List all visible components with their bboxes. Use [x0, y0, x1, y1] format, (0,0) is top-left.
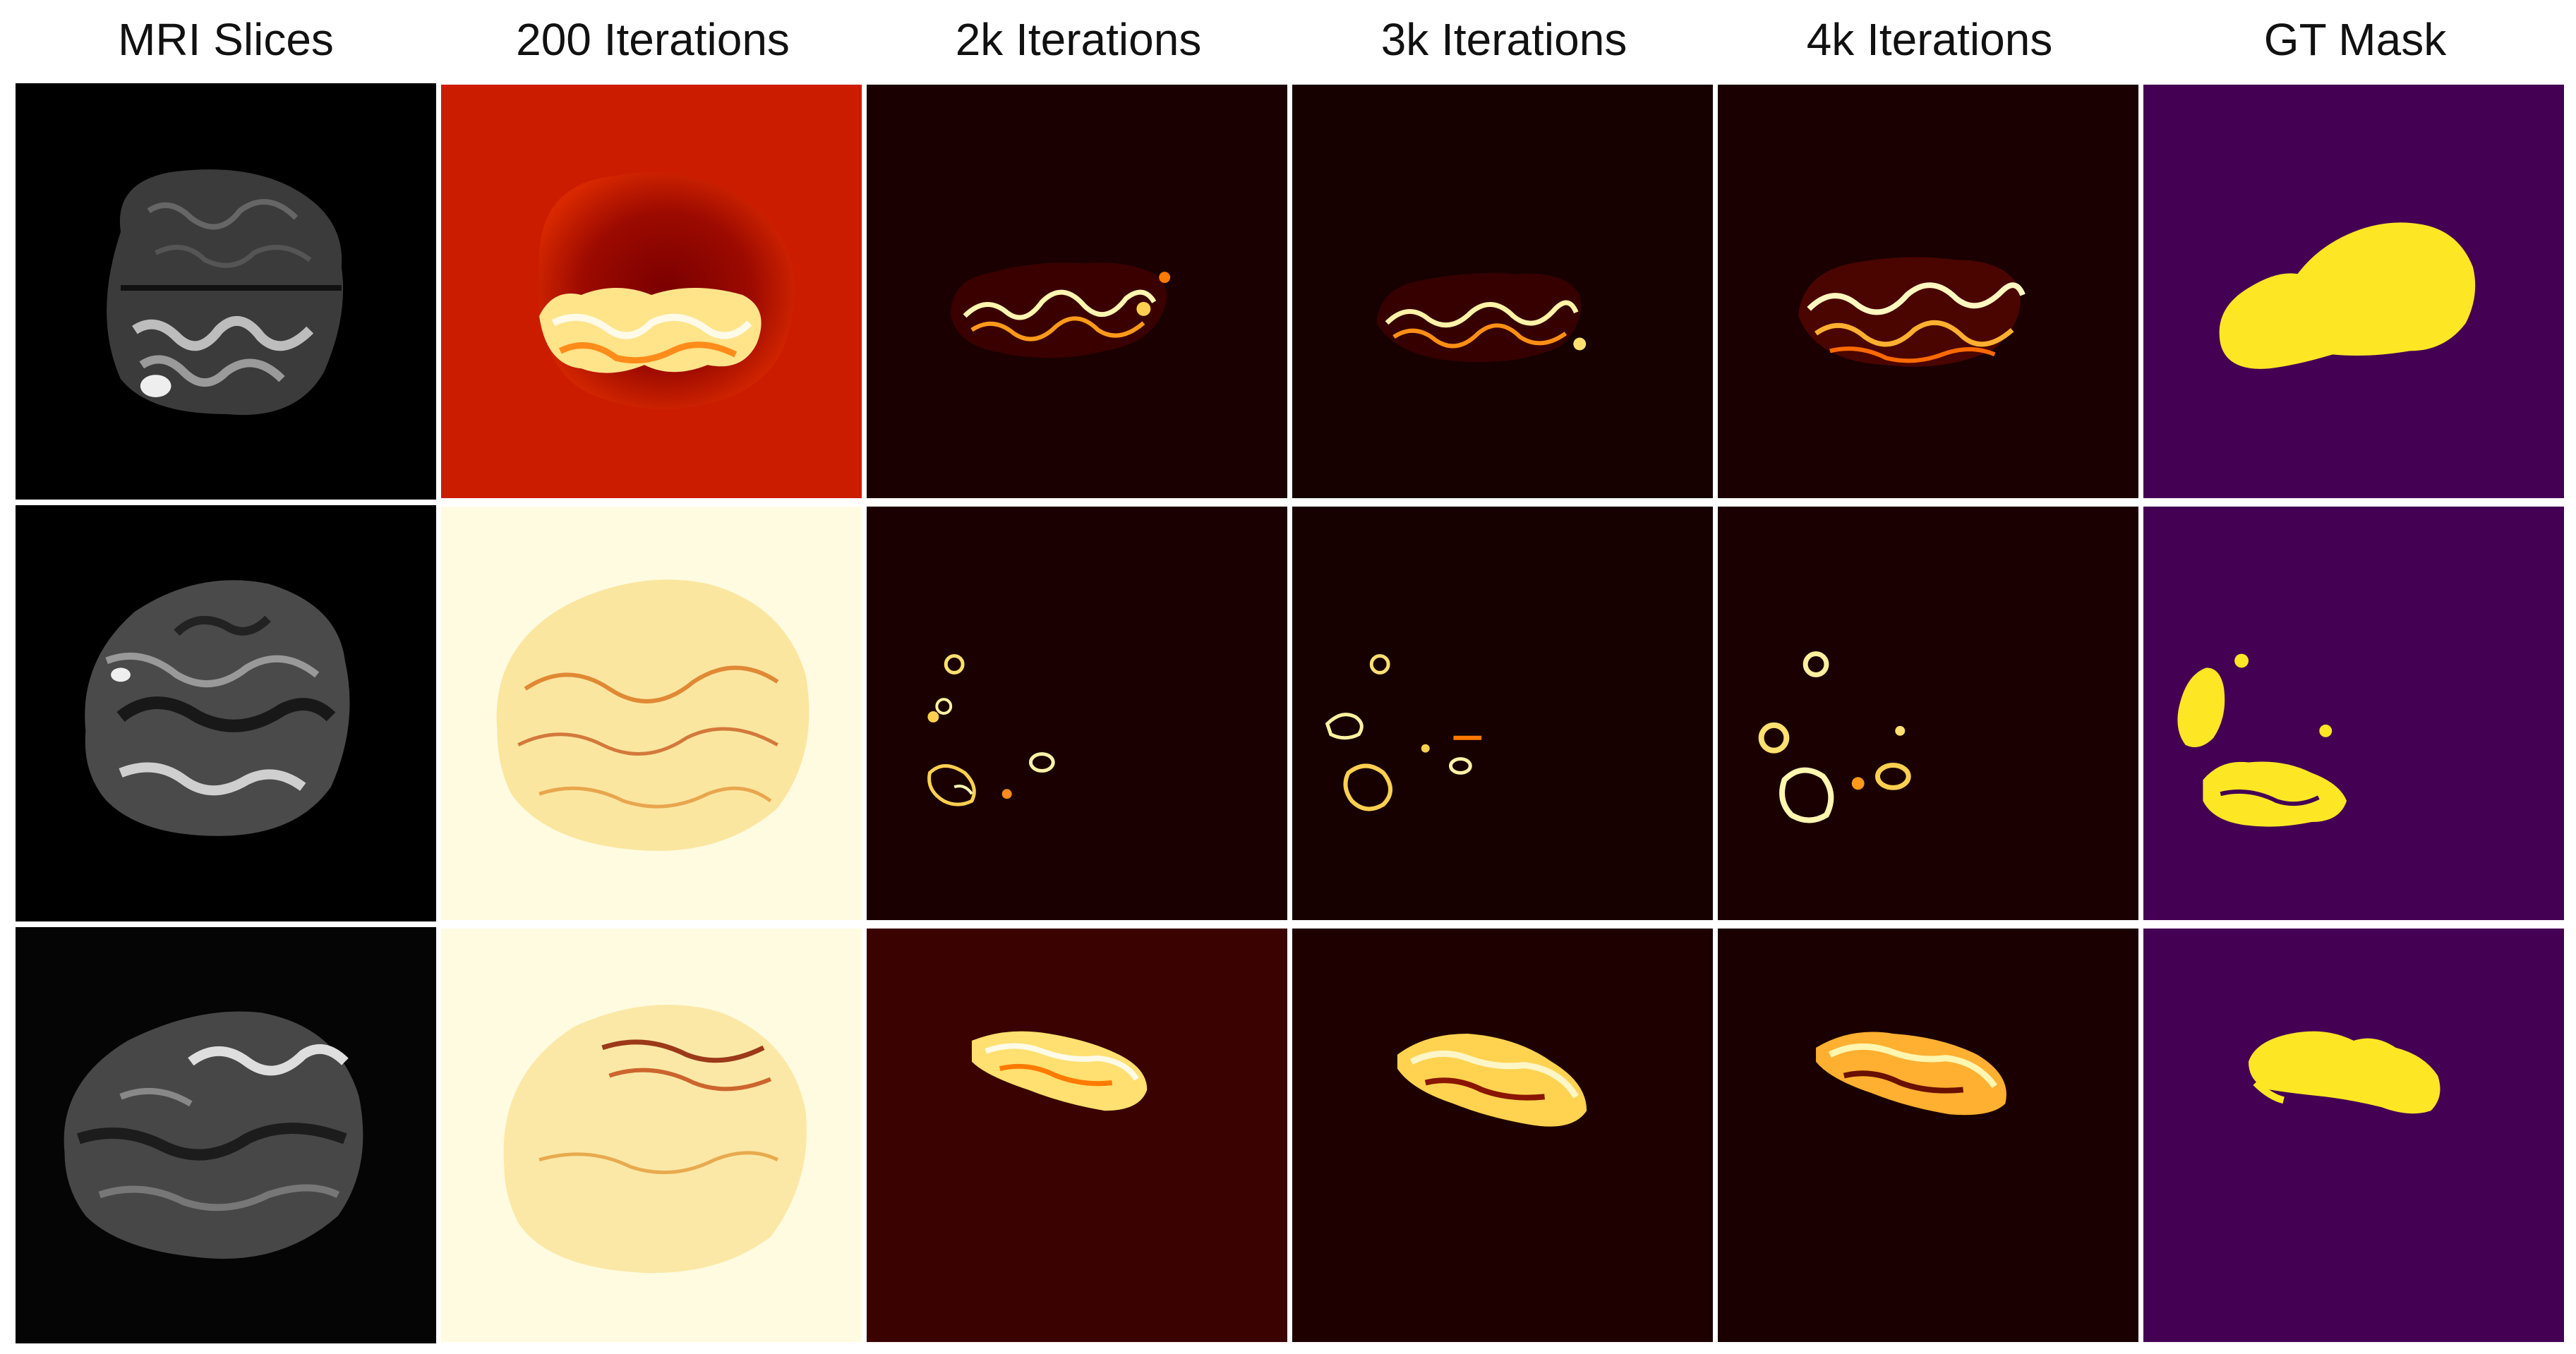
- panel-r1-4k: [1718, 83, 2138, 500]
- panel-r2-2k: [867, 505, 1287, 921]
- mri-slice-image: [16, 506, 436, 921]
- saliency-map-image: [1718, 928, 2138, 1343]
- col-title-200: 200 Iterations: [516, 14, 790, 65]
- saliency-map-image: [1718, 506, 2138, 921]
- saliency-map-image: [867, 84, 1287, 499]
- panel-r2-200: [441, 505, 862, 921]
- mri-slice-image: [16, 928, 436, 1343]
- saliency-map-image: [1292, 506, 1713, 921]
- panel-r3-2k: [867, 927, 1287, 1343]
- gt-mask-image: [2143, 928, 2564, 1343]
- col-title-gt: GT Mask: [2263, 14, 2447, 65]
- panel-r3-3k: [1292, 927, 1713, 1343]
- panel-r1-3k: [1292, 83, 1713, 500]
- col-title-3k: 3k Iterations: [1380, 14, 1627, 65]
- panel-r1-2k: [867, 83, 1287, 500]
- saliency-map-image: [1718, 84, 2138, 499]
- saliency-map-image: [441, 928, 862, 1343]
- saliency-map-image: [1292, 84, 1713, 499]
- col-title-2k: 2k Iterations: [955, 14, 1202, 65]
- panel-r3-gt: [2143, 927, 2564, 1343]
- panel-r1-gt: [2143, 83, 2564, 500]
- panel-r2-mri: [16, 505, 436, 921]
- panel-r2-gt: [2143, 505, 2564, 921]
- panel-r2-3k: [1292, 505, 1713, 921]
- saliency-map-image: [441, 506, 862, 921]
- col-title-mri: MRI Slices: [118, 14, 334, 65]
- gt-mask-image: [2143, 506, 2564, 921]
- saliency-map-image: [867, 506, 1287, 921]
- panel-r3-mri: [16, 927, 436, 1343]
- col-title-4k: 4k Iterations: [1806, 14, 2053, 65]
- mri-slice-image: [16, 84, 436, 499]
- saliency-map-image: [1292, 928, 1713, 1343]
- saliency-map-image: [867, 928, 1287, 1343]
- panel-r1-mri: [16, 83, 436, 500]
- panel-r1-200: [441, 83, 862, 500]
- panel-r2-4k: [1718, 505, 2138, 921]
- saliency-map-image: [441, 84, 862, 499]
- panel-r3-4k: [1718, 927, 2138, 1343]
- gt-mask-image: [2143, 84, 2564, 499]
- panel-r3-200: [441, 927, 862, 1343]
